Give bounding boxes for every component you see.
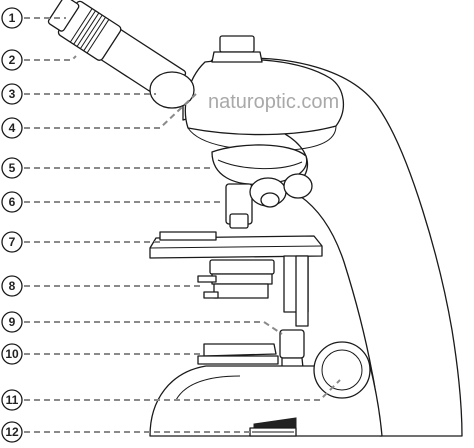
callout-8: 8 [1, 275, 23, 297]
objective-lenses [225, 173, 313, 229]
callout-1: 1 [1, 7, 23, 29]
callout-7-label: 7 [9, 235, 16, 249]
revolving-nosepiece [211, 144, 308, 185]
callout-12: 12 [1, 421, 23, 443]
leader-line-4 [24, 93, 197, 129]
callout-6: 6 [1, 191, 23, 213]
callout-2: 2 [1, 49, 23, 71]
tube-joint [149, 71, 195, 109]
callout-markers: 1 2 3 4 5 6 7 8 [1, 7, 23, 443]
stage-platform [149, 231, 323, 259]
callout-5: 5 [1, 157, 23, 179]
leader-line-9 [24, 321, 283, 335]
callout-7: 7 [1, 231, 23, 253]
callout-8-label: 8 [9, 279, 16, 293]
callout-12-label: 12 [5, 425, 19, 439]
callout-3-label: 3 [9, 87, 16, 101]
top-knob [219, 35, 255, 53]
microscope-illustration [47, 0, 463, 437]
leader-lines [24, 17, 341, 433]
callout-6-label: 6 [9, 195, 16, 209]
callout-11: 11 [1, 389, 23, 411]
condenser [197, 259, 275, 299]
leader-line-11 [24, 379, 341, 401]
callout-2-label: 2 [9, 53, 16, 67]
light-source [197, 343, 279, 365]
power-switch [249, 417, 297, 437]
callout-11-label: 11 [6, 393, 19, 407]
leader-line-2 [24, 55, 77, 61]
callout-9-label: 9 [9, 315, 16, 329]
callout-4: 4 [1, 117, 23, 139]
callout-10: 10 [1, 343, 23, 365]
callout-1-label: 1 [9, 11, 16, 25]
callout-3: 3 [1, 83, 23, 105]
callout-5-label: 5 [9, 161, 16, 175]
watermark-text: naturoptic.com [208, 91, 339, 113]
callout-4-label: 4 [9, 121, 16, 135]
callout-9: 9 [1, 311, 23, 333]
callout-10-label: 10 [5, 347, 19, 361]
